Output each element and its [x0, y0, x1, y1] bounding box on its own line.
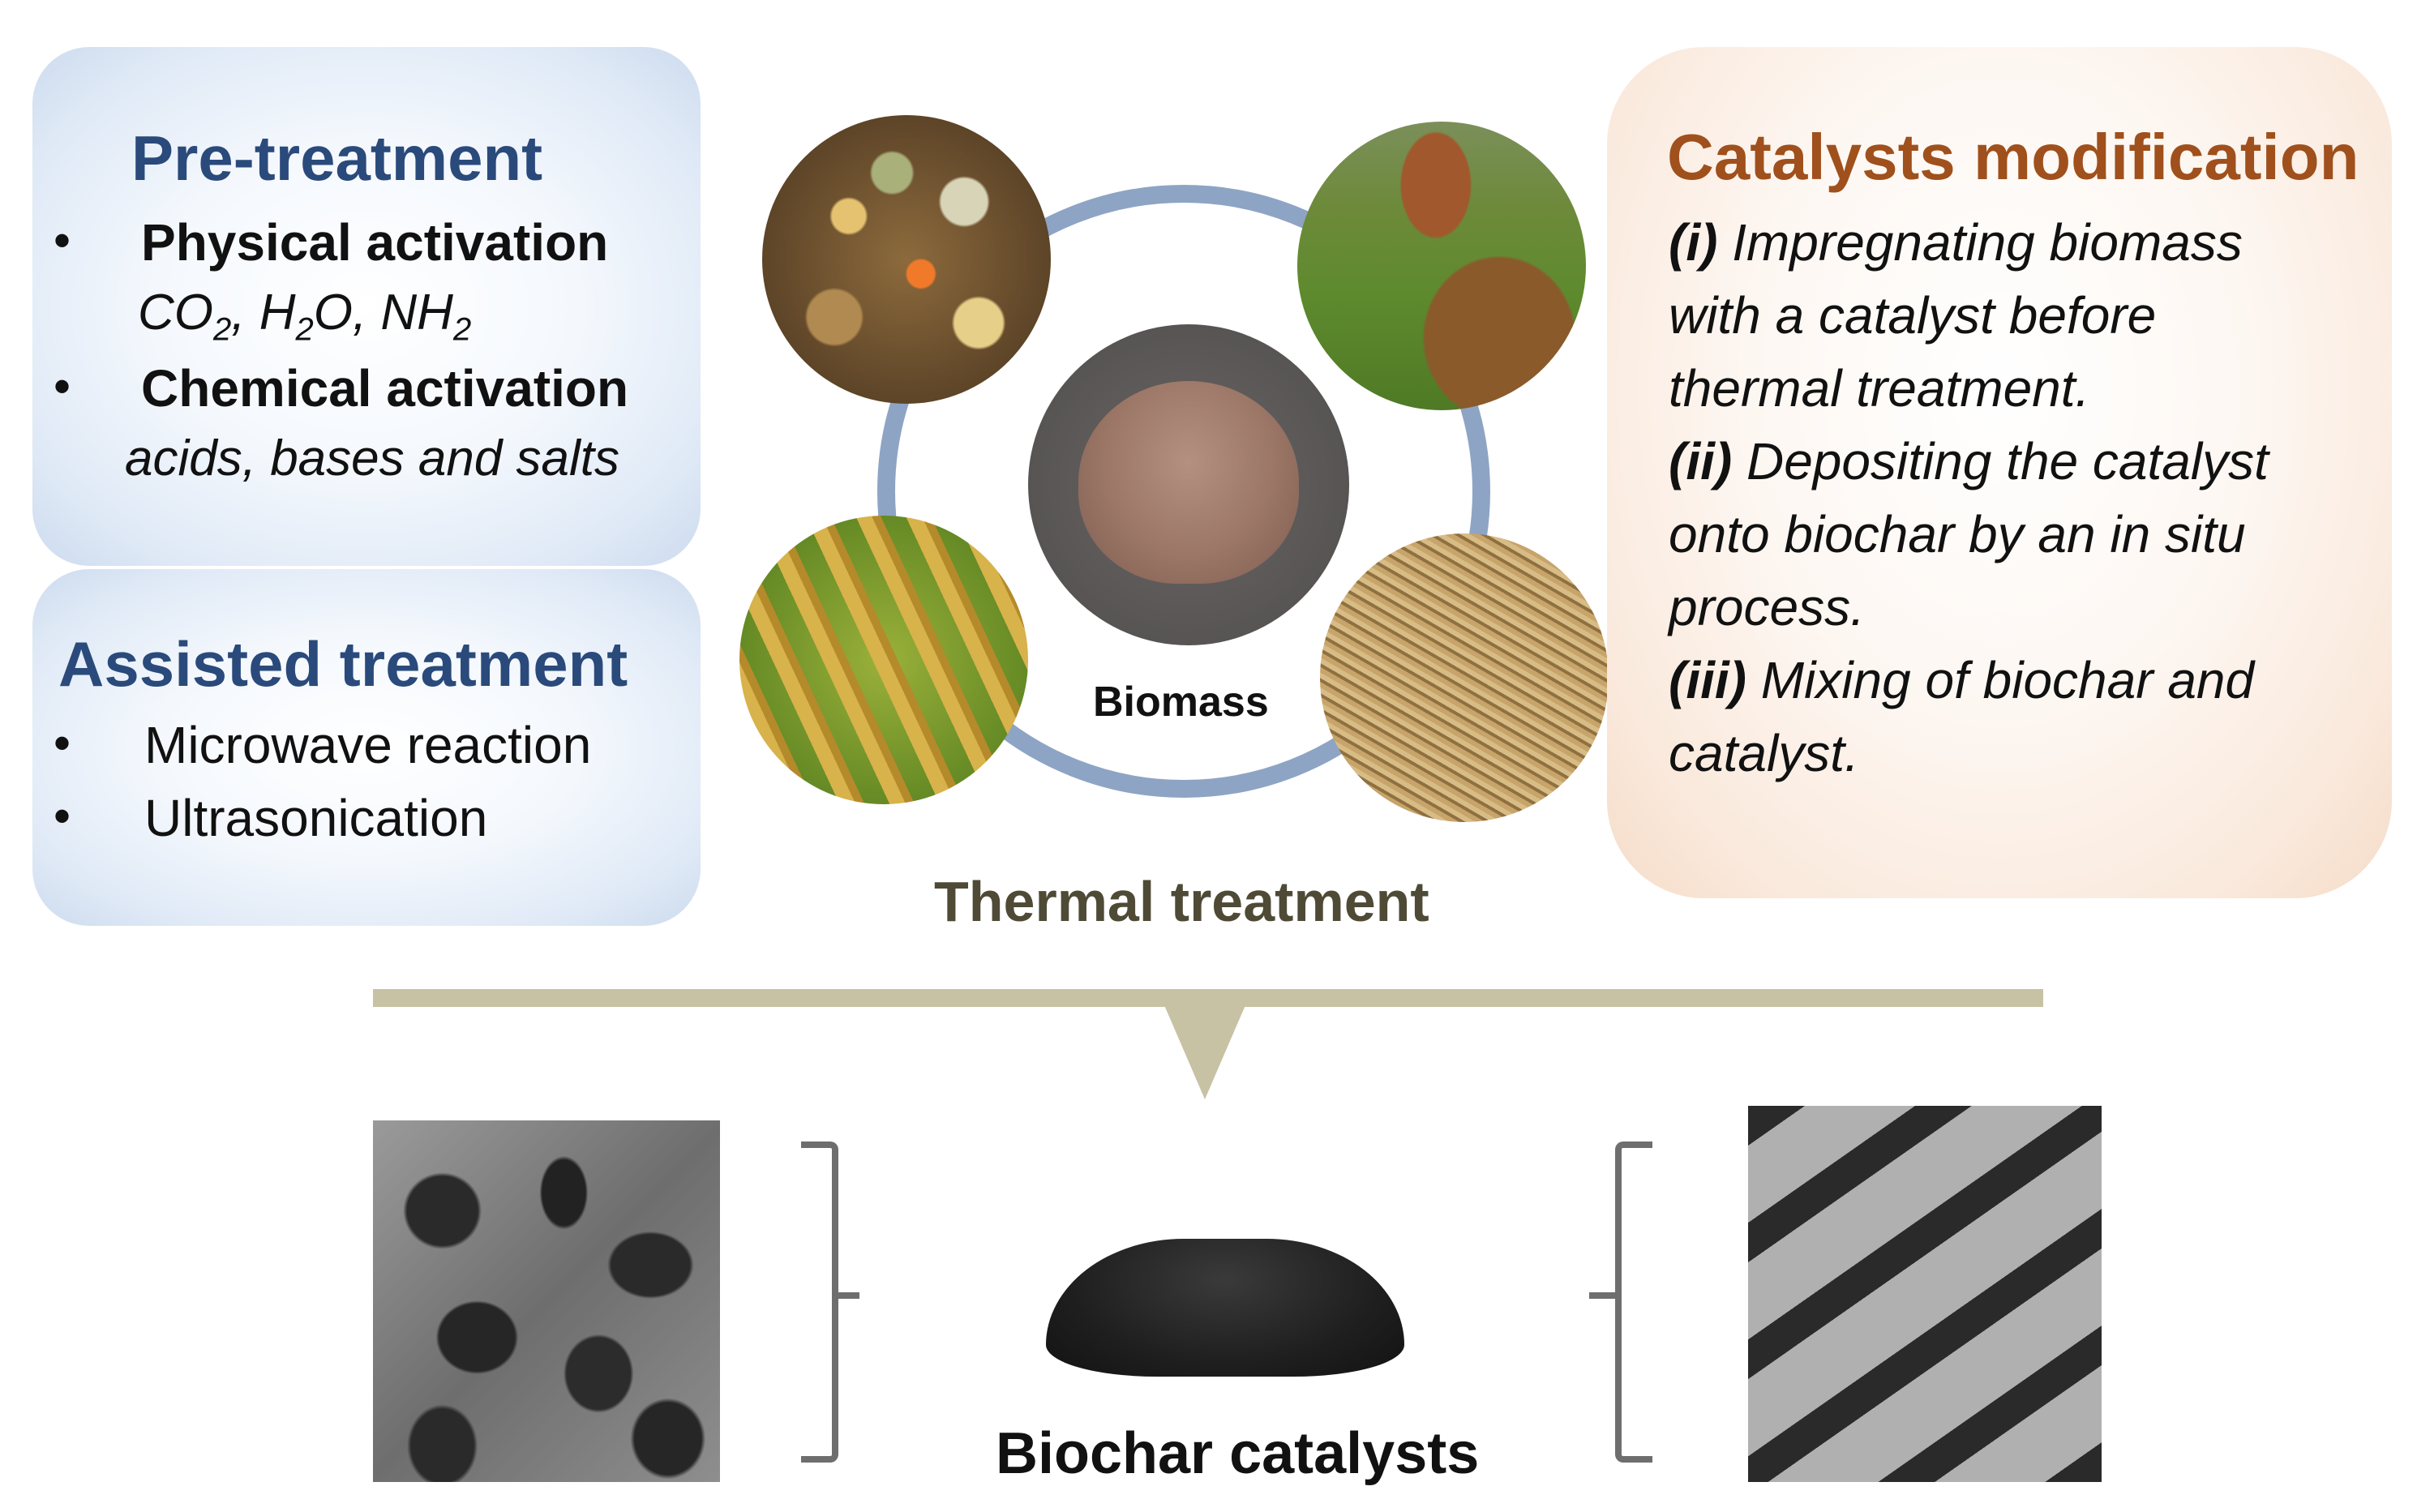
ultrasonication-item: Ultrasonication [144, 789, 488, 847]
bullet-dot: • [54, 716, 71, 770]
chemical-activation-agents: acids, bases and salts [125, 430, 620, 486]
bullet-dot: • [54, 359, 71, 413]
biochar-pile [1046, 1239, 1404, 1377]
assisted-treatment-title: Assisted treatment [58, 628, 628, 700]
right-bracket-tip [1589, 1292, 1617, 1299]
sem-image-fibrous [1748, 1106, 2102, 1482]
manure-photo [1297, 122, 1586, 410]
catalyst-method-line: thermal treatment. [1669, 359, 2090, 418]
pre-treatment-title: Pre-treatment [131, 122, 543, 194]
sem-image-porous [373, 1120, 720, 1482]
straw-photo [1320, 533, 1609, 822]
process-arrow-bar [373, 989, 2043, 1007]
catalysts-modification-panel [1607, 47, 2392, 898]
microwave-reaction-item: Microwave reaction [144, 716, 592, 774]
catalyst-method-line: catalyst. [1669, 724, 1859, 782]
left-bracket-tip [832, 1292, 859, 1299]
process-arrow-head [1164, 1005, 1245, 1099]
catalyst-method-line: (ii) Depositing the catalyst [1669, 432, 2269, 490]
catalyst-method-line: (iii) Mixing of biochar and [1669, 651, 2255, 709]
rice-crop-photo [739, 516, 1028, 804]
chemical-activation-label: Chemical activation [141, 359, 629, 418]
biomass-powder-pile [1078, 381, 1299, 584]
catalysts-modification-title: Catalysts modification [1667, 121, 2359, 193]
catalyst-method-line: (i) Impregnating biomass [1669, 213, 2243, 272]
bullet-dot: • [54, 213, 71, 268]
assisted-treatment-panel [32, 569, 701, 926]
catalyst-method-line: onto biochar by an in situ [1669, 505, 2246, 563]
bullet-dot: • [54, 789, 71, 843]
thermal-treatment-label: Thermal treatment [934, 870, 1429, 933]
physical-activation-label: Physical activation [141, 213, 609, 272]
catalyst-method-line: process. [1669, 578, 1865, 636]
food-waste-photo [762, 115, 1051, 404]
biomass-label: Biomass [1093, 679, 1269, 726]
physical-activation-agents: CO2, H2O, NH2 [138, 285, 472, 348]
catalyst-method-line: with a catalyst before [1669, 286, 2157, 345]
right-bracket [1615, 1141, 1652, 1463]
biochar-catalysts-label: Biochar catalysts [996, 1421, 1480, 1486]
pre-treatment-panel [32, 47, 701, 566]
left-bracket [801, 1141, 838, 1463]
